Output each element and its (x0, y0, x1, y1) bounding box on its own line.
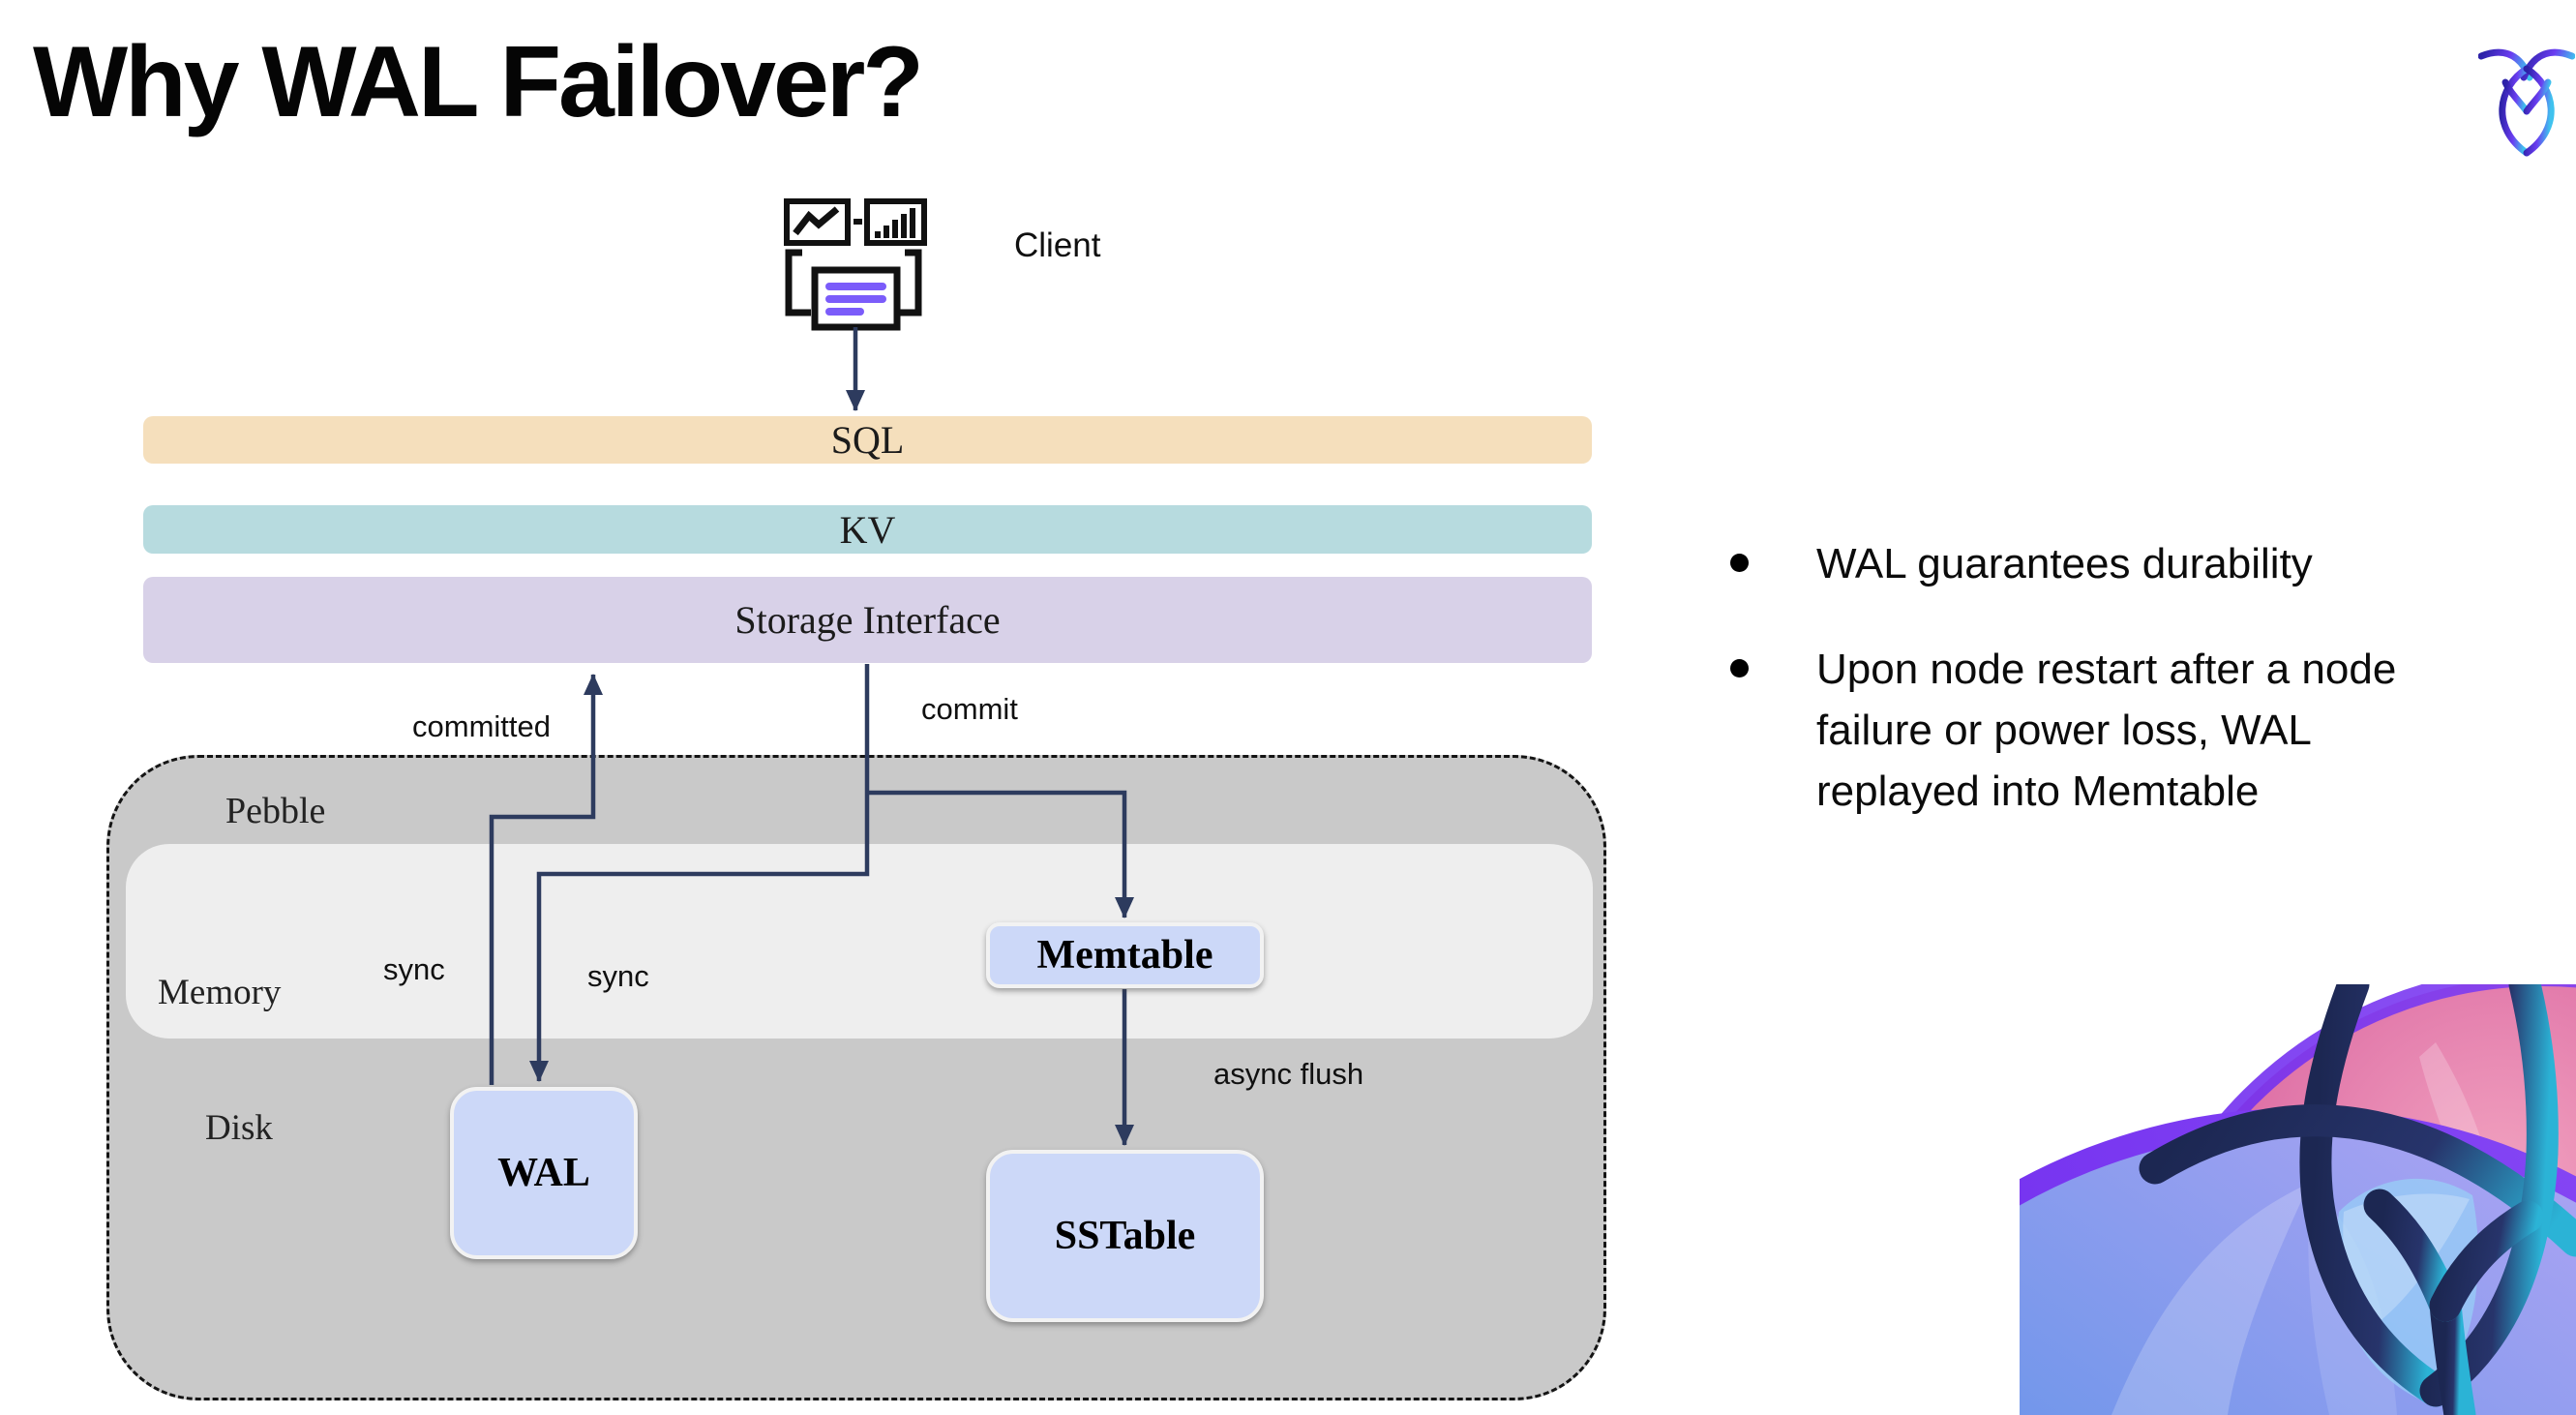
node-sstable-label: SSTable (1054, 1214, 1196, 1258)
layer-sql: SQL (143, 416, 1592, 464)
bullet-text: WAL guarantees durability (1816, 540, 2313, 587)
bullet-item: Upon node restart after a node failure o… (1730, 640, 2576, 823)
bullet-dot (1730, 554, 1749, 572)
cockroach-brand-art (2020, 984, 2576, 1415)
cockroachdb-logo-icon (2478, 48, 2575, 157)
edge-label-committed: committed (412, 709, 551, 743)
bullet-item: WAL guarantees durability (1730, 534, 2576, 595)
bullet-dot (1730, 658, 1749, 677)
bullet-list: WAL guarantees durability Upon node rest… (1730, 534, 2576, 867)
layer-kv-label: KV (839, 507, 896, 552)
edge-label-async-flush: async flush (1213, 1057, 1364, 1091)
bullet-text: Upon node restart after a node failure o… (1816, 645, 2397, 815)
layer-storage-interface-label: Storage Interface (734, 598, 1001, 642)
edge-label-sync-commit: sync (587, 959, 649, 993)
layer-kv: KV (143, 505, 1592, 554)
client-terminal-icon (784, 198, 927, 331)
node-memtable-label: Memtable (1036, 933, 1213, 978)
edge-label-sync-committed: sync (383, 952, 445, 986)
node-wal: WAL (450, 1087, 638, 1259)
node-wal-label: WAL (497, 1151, 590, 1195)
edge-label-commit: commit (921, 692, 1018, 726)
disk-label: Disk (205, 1108, 273, 1148)
client-label: Client (1014, 226, 1101, 264)
node-sstable: SSTable (986, 1150, 1264, 1322)
node-memtable: Memtable (986, 922, 1264, 988)
page-title: Why WAL Failover? (33, 26, 924, 138)
memory-label: Memory (158, 973, 282, 1012)
layer-storage-interface: Storage Interface (143, 577, 1592, 663)
layer-sql-label: SQL (830, 418, 905, 462)
memory-band (126, 844, 1593, 1039)
pebble-label: Pebble (225, 791, 326, 831)
